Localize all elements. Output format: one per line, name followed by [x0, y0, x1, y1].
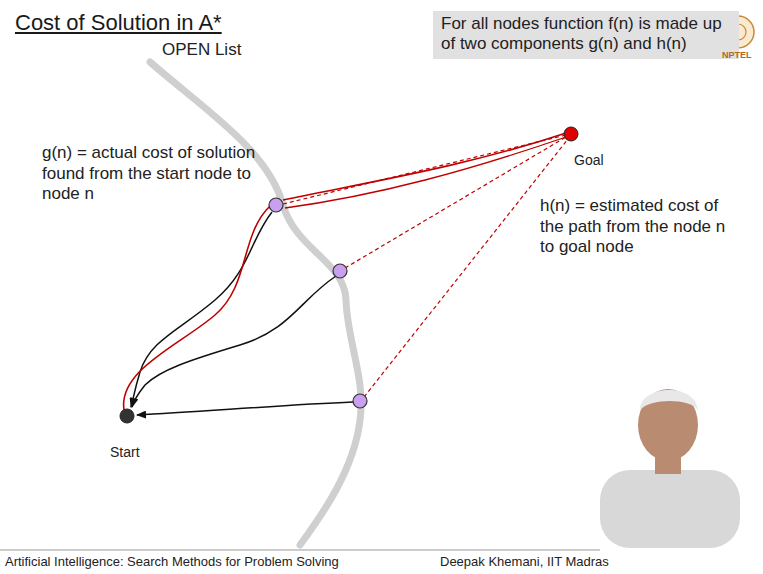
g-path — [283, 133, 566, 200]
backpointer-line — [131, 212, 272, 407]
graph-node: Goal — [556, 122, 616, 182]
annotation-text: h(n) = estimated cost of the path from t… — [540, 196, 740, 258]
h-estimate-line — [364, 139, 568, 397]
logo-text: NPTEL — [722, 50, 752, 61]
node-dot — [564, 127, 578, 141]
backpointer-line — [132, 276, 336, 407]
node-dot — [120, 409, 134, 423]
open-node — [269, 198, 283, 212]
h-estimate-line — [283, 135, 566, 204]
open-list-curve — [150, 62, 361, 545]
footer-rule — [0, 550, 600, 551]
open-node — [333, 264, 347, 278]
slide-title: Cost of Solution in A* — [15, 10, 222, 37]
node-dot — [556, 122, 586, 148]
curve-label: OPEN List — [162, 40, 241, 61]
note-box: For all nodes function f(n) is made up o… — [433, 11, 739, 59]
backpointer-line — [137, 402, 353, 415]
footer-text: Deepak Khemani, IIT Madras — [440, 554, 609, 570]
g-path — [124, 206, 270, 410]
node-dot — [112, 404, 142, 430]
presenter-figure — [600, 389, 740, 548]
annotation-text: g(n) = actual cost of solution found fro… — [42, 143, 257, 205]
note-text: For all nodes function f(n) is made up o… — [441, 14, 731, 55]
footer-text: Artificial Intelligence: Search Methods … — [5, 554, 339, 570]
h-estimate-line — [345, 137, 566, 268]
node-label: Start — [110, 444, 140, 460]
node-label: Goal — [574, 152, 604, 168]
graph-node: Start — [112, 404, 152, 464]
g-path — [285, 137, 566, 208]
open-node — [353, 394, 367, 408]
